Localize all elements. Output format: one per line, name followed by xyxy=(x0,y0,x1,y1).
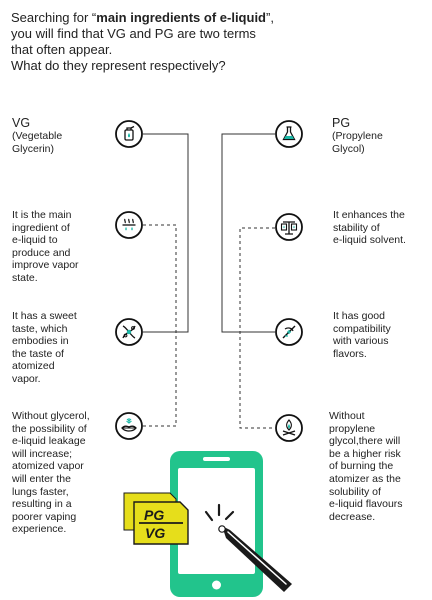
pg-heading: PG (Propylene Glycol) xyxy=(332,116,383,155)
phone-screen xyxy=(178,468,255,574)
intro-post: ”, xyxy=(266,10,274,25)
vg-point-3-line: experience. xyxy=(12,523,67,536)
pg-point-1: It enhances the stability of e-liquid so… xyxy=(333,209,406,247)
vg-point-1: It is the main ingredient of e-liquid to… xyxy=(12,209,79,285)
intro-line-3: that often appear. xyxy=(11,42,113,57)
vg-point-2-line: It has a sweet xyxy=(12,310,77,322)
vg-solid-connector xyxy=(143,133,189,333)
fire-icon xyxy=(275,414,303,442)
pg-title: PG xyxy=(332,116,351,130)
heating-icon xyxy=(115,211,143,239)
pg-point-1-line: stability of xyxy=(333,221,380,234)
vg-point-3-line: will enter the xyxy=(12,472,71,485)
pg-point-2: It has good compatibility with various f… xyxy=(333,310,391,360)
flavor-icon xyxy=(275,318,303,346)
vg-point-3: Without glycerol, the possibility of e-l… xyxy=(12,410,90,536)
pg-point-2-line: with various xyxy=(333,335,389,348)
pg-point-3-line: solubility of xyxy=(329,485,381,498)
pg-dashed-connector xyxy=(239,227,275,429)
pg-point-2-line: It has good xyxy=(333,310,385,322)
scale-icon xyxy=(275,213,303,241)
intro-line-1: Searching for “main ingredients of e-liq… xyxy=(11,10,421,26)
vg-point-2-line: embodies in xyxy=(12,335,69,348)
tag-pg-text: PG xyxy=(144,507,164,523)
tag-vg-text: VG xyxy=(145,525,165,541)
pg-point-3-line: e-liquid flavours xyxy=(329,498,403,511)
phone-home-button xyxy=(212,580,221,590)
pg-vg-tag: PG VG xyxy=(123,492,189,545)
pg-point-3-line: glycol,there will xyxy=(329,435,401,448)
vg-point-1-line: ingredient of xyxy=(12,221,70,234)
lips-icon xyxy=(115,412,143,440)
vg-point-3-line: Without glycerol, xyxy=(12,410,90,422)
stylus-pointer xyxy=(218,525,292,592)
vg-point-3-line: will increase; xyxy=(12,447,73,460)
phone-speaker xyxy=(203,457,230,461)
vg-subtitle-line-2: Glycerin) xyxy=(12,142,55,155)
vg-point-1-line: It is the main xyxy=(12,209,72,221)
pg-subtitle-line-1: (Propylene xyxy=(332,130,383,142)
phone-illustration: PG VG xyxy=(123,451,292,597)
pg-point-1-line: e-liquid solvent. xyxy=(333,234,406,247)
pg-point-3-line: be a higher risk xyxy=(329,447,401,460)
molecule-icon xyxy=(115,318,143,346)
pg-point-3: Without propylene glycol,there will be a… xyxy=(329,410,403,523)
pg-point-3-line: Without xyxy=(329,410,365,422)
vg-dashed-connector xyxy=(143,224,177,427)
pg-point-3-line: of burning the xyxy=(329,460,394,473)
flask-icon xyxy=(275,120,303,148)
pg-point-2-line: flavors. xyxy=(333,347,367,360)
intro-text: Searching for “main ingredients of e-liq… xyxy=(11,10,421,74)
vg-point-1-line: produce and xyxy=(12,246,71,259)
intro-keyword: main ingredients of e-liquid xyxy=(96,10,266,25)
pg-point-3-line: propylene xyxy=(329,422,376,435)
vg-heading: VG (Vegetable Glycerin) xyxy=(12,116,62,155)
vg-point-1-line: state. xyxy=(12,271,38,284)
vg-point-2-line: taste, which xyxy=(12,322,68,335)
vg-subtitle-line-1: (Vegetable xyxy=(12,130,63,142)
vg-point-3-line: atomized vapor xyxy=(12,460,84,473)
vg-point-3-line: poorer vaping xyxy=(12,510,77,523)
bottle-icon xyxy=(115,120,143,148)
vg-point-3-line: e-liquid leakage xyxy=(12,435,86,448)
pg-point-2-line: compatibility xyxy=(333,322,391,335)
pg-point-1-line: It enhances the xyxy=(333,209,405,221)
vg-point-2-line: the taste of xyxy=(12,347,64,360)
vg-point-3-line: the possibility of xyxy=(12,422,87,435)
vg-point-3-line: lungs faster, xyxy=(12,485,69,498)
intro-pre: Searching for “ xyxy=(11,10,97,25)
intro-line-2: you will find that VG and PG are two ter… xyxy=(11,26,256,41)
pg-solid-connector xyxy=(221,133,275,333)
vg-point-1-line: e-liquid to xyxy=(12,234,58,247)
vg-point-2-line: atomized xyxy=(12,360,55,373)
vg-title: VG xyxy=(12,116,31,130)
intro-line-4: What do they represent respectively? xyxy=(11,58,226,73)
tap-rays xyxy=(204,503,235,522)
vg-point-2: It has a sweet taste, which embodies in … xyxy=(12,310,77,386)
pg-point-3-line: decrease. xyxy=(329,510,376,523)
pg-subtitle-line-2: Glycol) xyxy=(332,142,365,155)
vg-point-2-line: vapor. xyxy=(12,372,41,385)
vg-point-3-line: resulting in a xyxy=(12,498,72,511)
pg-point-3-line: atomizer as the xyxy=(329,472,401,485)
vg-point-1-line: improve vapor xyxy=(12,259,79,272)
